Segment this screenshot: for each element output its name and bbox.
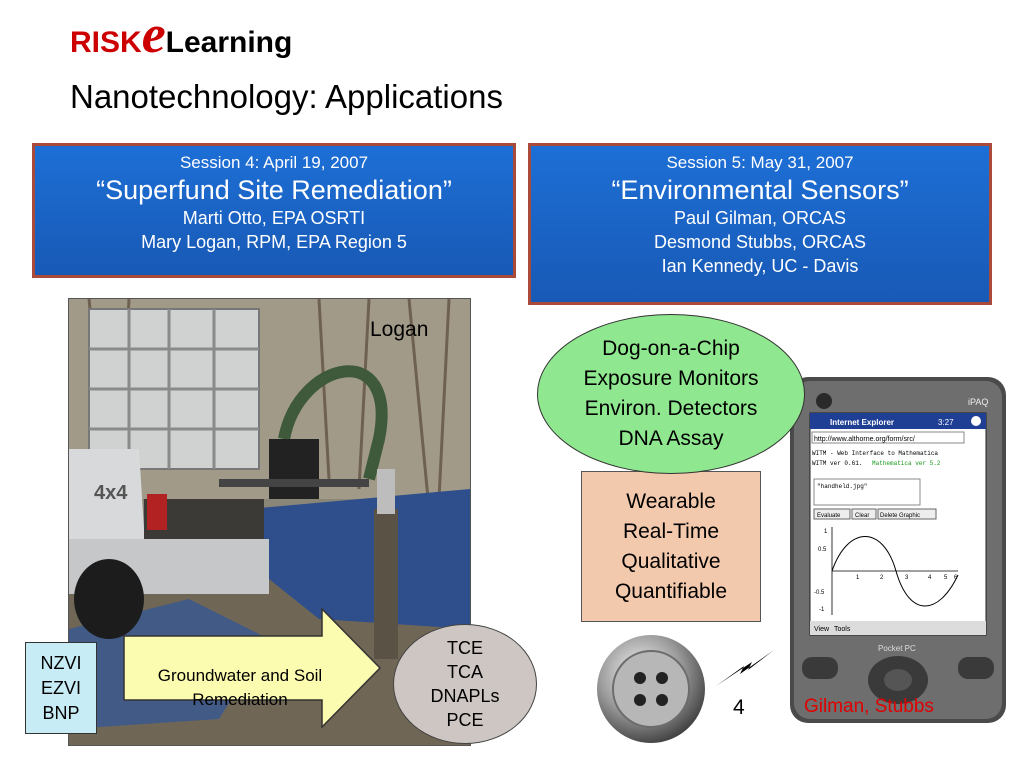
title-learning: Learning bbox=[165, 26, 293, 59]
ellipse-line: Exposure Monitors bbox=[583, 367, 759, 390]
wearable-line: Quantifiable bbox=[614, 579, 728, 603]
contaminant-item: PCE bbox=[446, 710, 484, 730]
nanomaterials-box: NZVI EZVI BNP bbox=[25, 642, 97, 734]
pda-brand: iPAQ bbox=[968, 397, 988, 407]
wearable-box: Wearable Real-Time Qualitative Quantifia… bbox=[581, 471, 761, 622]
pda-axis-label: -0.5 bbox=[814, 590, 825, 596]
session-5-date: Session 5: May 31, 2007 bbox=[666, 153, 854, 172]
pda-device-image: iPAQ Internet Explorer 3:27 http://www.a… bbox=[788, 375, 1008, 725]
pda-delete-button: Delete Graphic bbox=[880, 513, 920, 519]
lightning-bolt-icon bbox=[714, 648, 776, 688]
arrow-label: Groundwater and Soil Remediation bbox=[157, 666, 323, 709]
nanomaterial-item: NZVI bbox=[40, 652, 82, 673]
session-4-speaker: Mary Logan, RPM, EPA Region 5 bbox=[141, 232, 407, 252]
session-4-date: Session 4: April 19, 2007 bbox=[179, 153, 369, 172]
pda-time: 3:27 bbox=[938, 418, 954, 427]
nanomaterial-item: EZVI bbox=[40, 677, 81, 698]
contaminant-item: TCA bbox=[447, 662, 483, 682]
sensor-types-ellipse: Dog-on-a-Chip Exposure Monitors Environ.… bbox=[537, 314, 805, 474]
contaminant-item: DNAPLs bbox=[430, 686, 500, 706]
pda-menu-view: View bbox=[814, 626, 830, 633]
session-5-topic: “Environmental Sensors” bbox=[611, 175, 909, 205]
pda-footer: Pocket PC bbox=[878, 644, 916, 653]
pda-app-title: Internet Explorer bbox=[830, 418, 894, 427]
session-5-box: Session 5: May 31, 2007 “Environmental S… bbox=[528, 143, 992, 305]
ellipse-line: Environ. Detectors bbox=[584, 397, 758, 420]
pda-clear-button: Clear bbox=[855, 513, 869, 519]
pda-axis-label: 0.5 bbox=[818, 547, 827, 553]
pda-evaluate-button: Evaluate bbox=[817, 513, 841, 519]
title-brand: RISKeLearning bbox=[70, 7, 293, 61]
title-e: e bbox=[141, 4, 166, 64]
session-5-speaker: Ian Kennedy, UC - Davis bbox=[661, 256, 859, 276]
pda-axis-label: 3 bbox=[905, 575, 909, 581]
pda-version-mathematica: Mathematica ver 5.2 bbox=[872, 460, 941, 467]
session-5-speaker: Paul Gilman, ORCAS bbox=[673, 208, 847, 228]
pda-axis-label: 1 bbox=[856, 575, 860, 581]
session-4-topic: “Superfund Site Remediation” bbox=[96, 175, 452, 205]
ellipse-line: DNA Assay bbox=[618, 427, 724, 450]
contaminants-circle: TCE TCA DNAPLs PCE bbox=[393, 624, 537, 744]
contaminant-item: TCE bbox=[447, 638, 483, 658]
session-4-speaker: Marti Otto, EPA OSRTI bbox=[182, 208, 366, 228]
pda-axis-label: 4 bbox=[928, 575, 932, 581]
pda-menu-tools: Tools bbox=[834, 626, 851, 633]
pda-axis-label: -1 bbox=[819, 607, 825, 613]
remediation-arrow bbox=[122, 607, 382, 729]
logan-label: Logan bbox=[370, 318, 429, 341]
pda-axis-label: 1 bbox=[824, 529, 828, 535]
title-risk: RISK bbox=[70, 26, 142, 59]
pda-page-title: WITM - Web Interface to Mathematica bbox=[812, 450, 938, 457]
session-4-box: Session 4: April 19, 2007 “Superfund Sit… bbox=[32, 143, 516, 278]
pda-axis-label: 2 bbox=[880, 575, 884, 581]
credit-label: Gilman, Stubbs bbox=[804, 696, 934, 717]
wearable-line: Wearable bbox=[626, 489, 716, 513]
ellipse-line: Dog-on-a-Chip bbox=[602, 337, 740, 360]
count-label: 4 bbox=[733, 696, 745, 719]
pda-version: WITM ver 0.61. bbox=[812, 460, 862, 467]
nanomaterial-item: BNP bbox=[42, 702, 80, 723]
wearable-line: Qualitative bbox=[621, 549, 721, 573]
pda-axis-label: 5 bbox=[944, 575, 948, 581]
button-sensor-image bbox=[595, 633, 707, 745]
pda-input-value: "handheld.jpg" bbox=[817, 483, 867, 490]
wearable-line: Real-Time bbox=[622, 519, 720, 543]
pda-url: http://www.althorne.org/form/src/ bbox=[814, 436, 915, 443]
pda-axis-label: 6 bbox=[954, 575, 958, 581]
session-5-speaker: Desmond Stubbs, ORCAS bbox=[653, 232, 867, 252]
page-title: Nanotechnology: Applications bbox=[70, 78, 503, 115]
svg-text:4x4: 4x4 bbox=[94, 482, 128, 504]
